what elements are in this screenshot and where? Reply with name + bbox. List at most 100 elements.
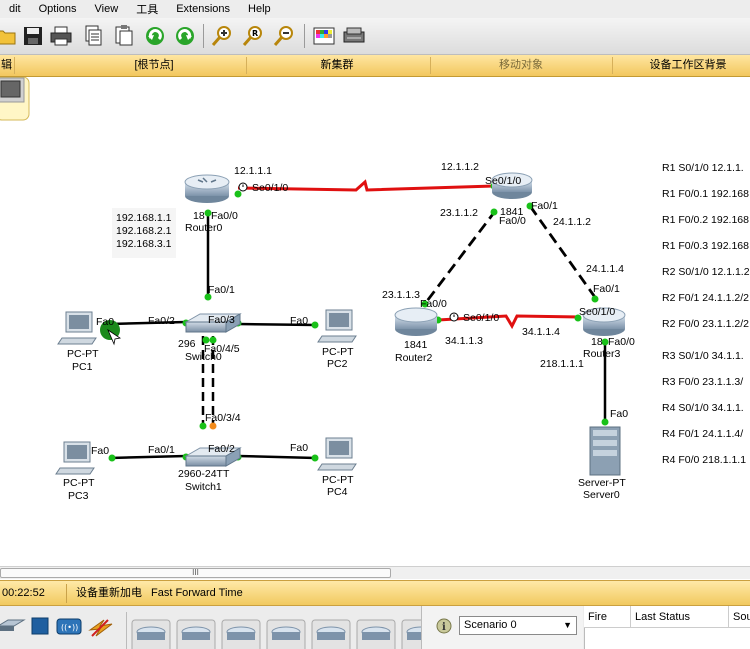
redo-icon[interactable] [172,23,198,49]
clock-icon [238,182,248,192]
open-folder-icon[interactable] [0,23,18,49]
ip-label-r3-fa00: 218.1.1.1 [540,358,584,370]
router-model-icon[interactable] [176,619,216,649]
switch0[interactable] [184,313,242,333]
move-object-button[interactable]: 移动对象 [499,59,543,71]
bar-divider [612,57,613,74]
menu-tools[interactable]: 工具 [136,4,159,16]
port-label-sw0-fa03: Fa0/3 [208,314,235,326]
config-note: R3 F0/0 23.1.1.3/ [662,376,744,388]
router-model-icon[interactable] [221,619,261,649]
pc4-name: PC4 [327,486,348,498]
link-sw1-pc4[interactable] [237,454,317,460]
switch1-name: Switch1 [185,481,222,493]
config-note: R2 S0/1/0 12.1.1.2 [662,266,750,278]
zoom-reset-icon[interactable]: R [240,23,266,49]
config-note: R2 F0/0 23.1.1.2/2 [662,318,749,330]
switch1-model: 2960-24TT [178,468,230,480]
pc4-model: PC-PT [322,474,354,486]
chevron-down-icon: ▼ [563,620,572,630]
menu-view[interactable]: View [94,3,119,15]
server0-model: Server-PT [578,477,626,489]
info-icon[interactable]: i [436,618,452,634]
print-icon[interactable] [48,23,74,49]
device-category-bar: ((•)) [0,617,113,637]
port-status-lights [108,182,609,462]
router-model-icon[interactable] [401,619,423,649]
router0[interactable] [184,174,230,203]
pc1[interactable] [57,311,122,346]
server0[interactable] [589,426,621,476]
port-label-pc3: Fa0 [91,445,109,457]
connections-icon[interactable] [88,619,113,637]
network-devices-icon[interactable] [0,619,26,631]
router0-name: Router0 [185,222,223,234]
port-label-sw1-fa01: Fa0/1 [148,444,175,456]
config-note: R4 S0/1/0 34.1.1. [662,402,744,414]
main-toolbar: R [0,18,750,55]
wireless-devices-icon[interactable]: ((•)) [56,618,82,635]
menu-extensions[interactable]: Extensions [176,3,231,15]
column-header-fire[interactable]: Fire [584,606,631,628]
serial-link-r0-r1[interactable] [237,179,495,192]
port-label-r0-fa00: Fa0/0 [211,210,238,222]
ip-label-r1-fa00: 23.1.1.2 [440,207,478,219]
switch1[interactable] [184,447,242,467]
port-label-r3-serial: Se0/1/0 [579,306,615,318]
custom-device-icon[interactable] [341,23,367,49]
link-pc3-sw1[interactable] [109,454,187,460]
port-label-pc2: Fa0 [290,315,308,327]
link-r1-r2[interactable] [422,209,498,306]
scrollbar-thumb[interactable]: III [0,568,391,578]
save-icon[interactable] [20,23,46,49]
config-note: R4 F0/1 24.1.1.4/ [662,428,744,440]
scenario-dropdown[interactable]: Scenario 0 ▼ [459,616,577,635]
router0-model: 18 [193,210,205,222]
port-label-r2-serial: Se0/1/0 [463,312,499,324]
port-label-sw1-fa034: Fa0/3/4 [205,412,241,424]
router3[interactable] [582,307,626,336]
pc1-model: PC-PT [67,348,99,360]
router-model-icon[interactable] [311,619,351,649]
link-sw0-pc2[interactable] [237,322,317,327]
menu-options[interactable]: Options [38,3,77,15]
port-label-r0-serial: Se0/1/0 [252,182,288,194]
pc1-name: PC1 [72,361,93,373]
link-r1-r3[interactable] [528,205,599,301]
end-devices-icon[interactable] [31,617,49,635]
power-cycle-button[interactable]: 设备重新加电 [76,587,142,599]
new-cluster-button[interactable]: 新集群 [320,59,354,71]
port-label-server: Fa0 [610,408,628,420]
zoom-in-icon[interactable] [209,23,235,49]
cluster-widget[interactable] [0,77,30,121]
pc2[interactable] [317,309,357,343]
link-pc1-sw0[interactable] [109,320,187,326]
palette-icon[interactable] [311,23,337,49]
device-model-list [131,619,423,649]
serial-link-r2-r3[interactable] [437,314,581,330]
config-note: R1 F0/0.1 192.168 [662,188,749,200]
horizontal-scrollbar[interactable]: III [0,566,750,579]
router-model-icon[interactable] [356,619,396,649]
paste-icon[interactable] [111,23,137,49]
zoom-out-icon[interactable] [271,23,297,49]
pc4[interactable] [317,437,357,471]
undo-icon[interactable] [142,23,168,49]
menu-edit[interactable]: dit [9,3,21,15]
pc3[interactable] [55,441,95,475]
logical-workspace[interactable]: 12.1.1.1 Se0/1/0 18 Fa0/0 Router0 192.16… [0,77,750,566]
pc2-name: PC2 [327,358,348,370]
copy-icon[interactable] [80,23,106,49]
router1[interactable] [491,172,533,199]
root-node-button[interactable]: [根节点] [134,59,174,71]
bar-divider [14,57,15,74]
router-model-icon[interactable] [131,619,171,649]
menu-help[interactable]: Help [248,3,271,15]
router-model-icon[interactable] [266,619,306,649]
column-header-last-status[interactable]: Last Status [631,606,729,628]
set-background-button[interactable]: 设备工作区背景 [649,59,727,71]
router2[interactable] [394,307,438,336]
column-header-source[interactable]: Sou [729,606,750,628]
fast-forward-button[interactable]: Fast Forward Time [151,587,243,599]
